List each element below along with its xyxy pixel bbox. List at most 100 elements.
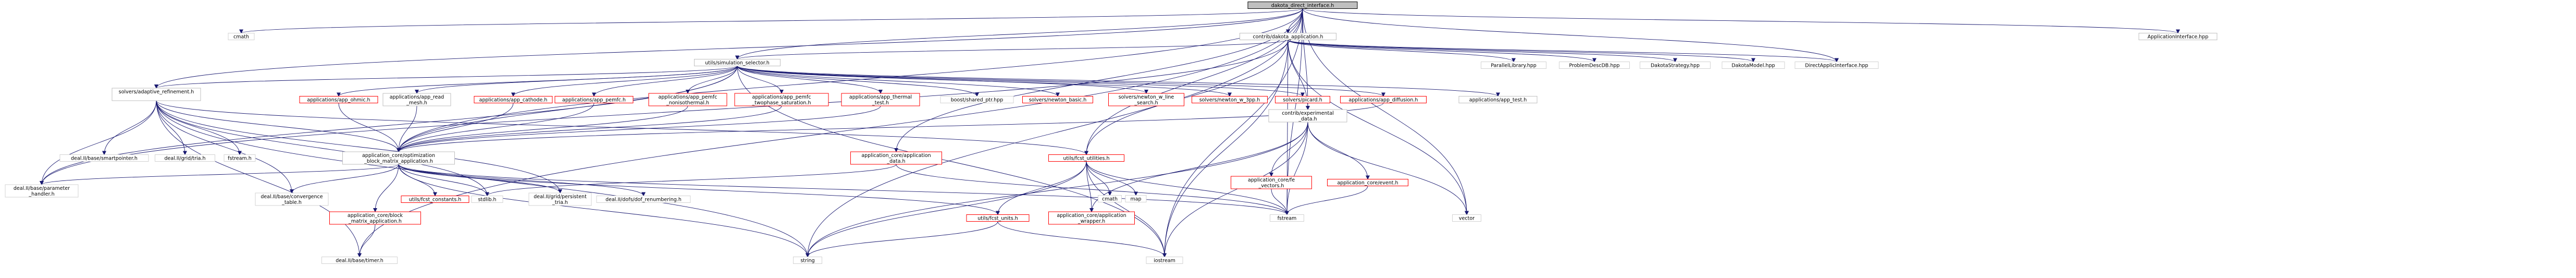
edge-experimental-data-to-fe-vectors xyxy=(1269,122,1308,177)
edge-optimization-block-to-fstream xyxy=(398,164,1289,215)
node-picard[interactable]: solvers/picard.h xyxy=(1275,96,1330,103)
node-app-thermal-test[interactable]: applications/app_thermal_test.h xyxy=(841,93,920,106)
edge-fcst-units-to-string xyxy=(806,221,998,258)
node-iostream[interactable]: iostream xyxy=(1146,257,1183,264)
node-application-wrapper[interactable]: application_core/application_wrapper.h xyxy=(1048,211,1135,225)
node-map[interactable]: map xyxy=(1125,195,1147,202)
edge-fcst-utilities-to-cmath-small xyxy=(1086,161,1112,196)
edge-root-to-iostream xyxy=(1162,8,1303,258)
edge-contrib-dakota-application-to-fcst-utilities xyxy=(1084,40,1289,155)
node-newton-line-search[interactable]: solvers/newton_w_line_search.h xyxy=(1108,93,1184,106)
node-parameter-handler[interactable]: deal.II/base/parameter_handler.h xyxy=(5,184,79,198)
node-application-interface[interactable]: ApplicationInterface.hpp xyxy=(2138,33,2218,40)
node-persistent-tria[interactable]: deal.II/grid/persistent_tria.h xyxy=(528,192,592,206)
node-string[interactable]: string xyxy=(793,257,822,264)
edge-solvers-adaptive-to-convergence-table xyxy=(156,100,294,194)
node-problem-desc-db[interactable]: ProblemDescDB.hpp xyxy=(1559,62,1630,69)
node-label: map xyxy=(1130,197,1141,202)
edge-contrib-dakota-application-to-simulation-selector xyxy=(735,40,1289,60)
node-experimental-data[interactable]: contrib/experimental_data.h xyxy=(1268,109,1347,123)
node-box xyxy=(841,93,920,106)
node-newton-3pp[interactable]: solvers/newton_w_3pp.h xyxy=(1192,96,1268,103)
node-grid-tria[interactable]: deal.II/grid/tria.h xyxy=(155,154,215,162)
node-direct-appl-interface[interactable]: DirectApplicInterface.hpp xyxy=(1794,62,1879,69)
node-app-pemfc-nonisothermal[interactable]: applications/app_pemfc_nonisothermal.h xyxy=(648,93,727,106)
node-convergence-table[interactable]: deal.II/base/convergence_table.h xyxy=(255,192,329,206)
edge-solvers-adaptive-to-fcst-utilities xyxy=(156,100,1088,155)
node-deal-timer[interactable]: deal.II/base/timer.h xyxy=(321,257,398,264)
node-label: application_core/block xyxy=(348,213,403,219)
node-dakota-model[interactable]: DakotaModel.hpp xyxy=(1722,62,1785,69)
node-box xyxy=(255,192,329,206)
node-box xyxy=(1340,96,1427,103)
node-smartpointer[interactable]: deal.II/base/smartpointer.h xyxy=(59,154,149,162)
node-label: application_core/application xyxy=(1057,213,1126,219)
node-vector[interactable]: vector xyxy=(1452,214,1481,222)
node-dakota-strategy[interactable]: DakotaStrategy.hpp xyxy=(1640,62,1711,69)
edge-simulation-selector-to-app-pemfc-twophase xyxy=(737,66,784,94)
node-box xyxy=(1722,62,1785,69)
node-box xyxy=(1327,179,1408,186)
node-fcst-utilities[interactable]: utils/fcst_utilities.h xyxy=(1048,154,1124,162)
node-app-diffusion[interactable]: applications/app_diffusion.h xyxy=(1340,96,1427,103)
node-fcst-units[interactable]: utils/fcst_units.h xyxy=(966,214,1030,222)
edge-simulation-selector-to-newton-3pp xyxy=(737,66,1232,97)
node-box xyxy=(1452,214,1481,222)
node-box xyxy=(1125,195,1147,202)
edge-root-to-direct-appl-interface xyxy=(1302,8,1839,63)
edge-root-to-cmath xyxy=(239,8,1303,34)
node-label: solvers/newton_basic.h xyxy=(1029,98,1087,103)
edge-contrib-dakota-application-to-vector xyxy=(1287,40,1469,215)
edge-contrib-dakota-application-to-dakota-strategy xyxy=(1287,40,1677,63)
edge-optimization-block-to-convergence-table xyxy=(290,164,399,194)
node-label: deal.II/grid/persistent xyxy=(534,194,587,200)
edge-application-data-to-fstream xyxy=(896,164,1289,215)
node-app-ohmic[interactable]: applications/app_ohmic.h xyxy=(299,96,378,103)
node-stdlib[interactable]: stdlib.h xyxy=(471,196,503,203)
node-root[interactable]: dakota_direct_interface.h xyxy=(1247,2,1358,9)
node-fstream-h[interactable]: fstream.h xyxy=(224,154,256,162)
node-boost-shared-ptr[interactable]: boost/shared_ptr.hpp xyxy=(940,96,1014,103)
node-app-pemfc[interactable]: applications/app_pemfc.h xyxy=(554,96,634,103)
edge-app-cathode-to-optimization-block xyxy=(397,103,514,152)
node-fstream[interactable]: fstream xyxy=(1270,214,1304,222)
node-box xyxy=(342,151,455,165)
node-cmath[interactable]: cmath xyxy=(228,33,255,40)
node-box xyxy=(1458,96,1538,103)
node-label: applications/app_pemfc xyxy=(752,94,811,100)
edge-contrib-dakota-application-to-iostream xyxy=(1162,40,1289,258)
edge-fcst-utilities-to-map xyxy=(1086,161,1138,196)
node-parallel-library[interactable]: ParallelLibrary.hpp xyxy=(1481,62,1546,69)
node-solvers-adaptive[interactable]: solvers/adaptive_refinement.h xyxy=(112,88,201,101)
node-fe-vectors[interactable]: application_core/fe_vectors.h xyxy=(1231,176,1312,189)
node-fcst-constants[interactable]: utils/fcst_constants.h xyxy=(401,196,469,203)
edge-application-data-to-stdlib xyxy=(485,164,897,197)
node-label: _vectors.h xyxy=(1258,183,1284,189)
node-simulation-selector[interactable]: utils/simulation_selector.h xyxy=(694,59,781,66)
node-newton-basic[interactable]: solvers/newton_basic.h xyxy=(1022,96,1093,103)
edge-experimental-data-to-fstream xyxy=(1285,122,1308,215)
edge-simulation-selector-to-app-test xyxy=(737,66,1500,97)
edge-root-to-string xyxy=(806,8,1303,258)
node-label: deal.II/base/convergence xyxy=(261,194,323,200)
edge-simulation-selector-to-solvers-adaptive xyxy=(154,66,738,89)
node-dof-renumbering[interactable]: deal.II/dofs/dof_renumbering.h xyxy=(596,196,691,203)
node-label: string xyxy=(800,258,814,264)
node-app-test[interactable]: applications/app_test.h xyxy=(1458,96,1538,103)
node-app-read-mesh[interactable]: applications/app_read_mesh.h xyxy=(382,93,451,106)
node-label: ParallelLibrary.hpp xyxy=(1491,63,1537,69)
node-block-matrix-app[interactable]: application_core/block_matrix_applicatio… xyxy=(329,211,421,225)
node-application-data[interactable]: application_core/application_data.h xyxy=(850,151,942,165)
node-app-pemfc-twophase[interactable]: applications/app_pemfc_twophase_saturati… xyxy=(734,93,829,106)
edge-app-ohmic-to-optimization-block xyxy=(338,103,401,152)
node-cmath-small[interactable]: cmath xyxy=(1098,195,1122,202)
node-label: applications/app_thermal xyxy=(849,94,912,100)
edge-root-to-experimental-data xyxy=(1302,8,1310,110)
node-optimization-block[interactable]: application_core/optimization_block_matr… xyxy=(342,151,455,165)
node-contrib-dakota-application[interactable]: contrib/dakota_application.h xyxy=(1240,33,1336,40)
node-app-cathode[interactable]: applications/app_cathode.h xyxy=(474,96,553,103)
node-box xyxy=(793,257,822,264)
node-event[interactable]: application_core/event.h xyxy=(1327,179,1408,186)
node-label: _search.h xyxy=(1134,100,1158,106)
